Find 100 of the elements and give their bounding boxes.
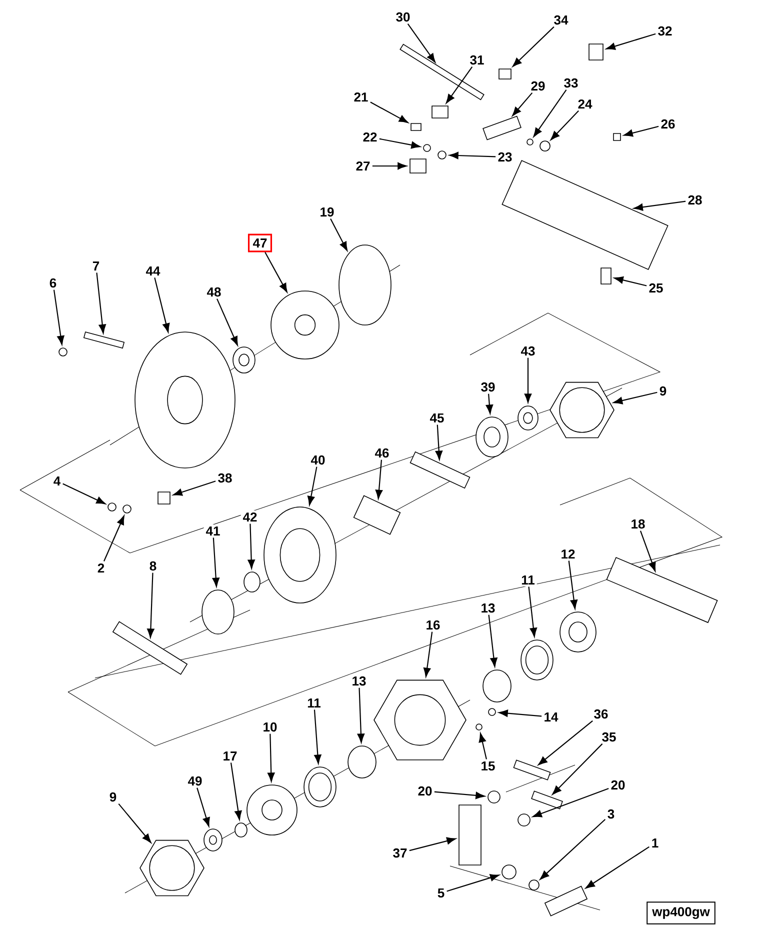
leader-arrow <box>53 290 64 345</box>
callout-number: 30 <box>394 10 412 24</box>
thrust-washer <box>560 612 596 652</box>
washer <box>423 144 431 152</box>
leader-arrow <box>624 126 659 137</box>
callout-number: 8 <box>147 559 159 573</box>
o-ring <box>540 140 550 152</box>
valve-body <box>482 116 522 140</box>
leader-arrow <box>435 424 443 460</box>
bolt <box>513 760 551 780</box>
callout-number: 21 <box>352 90 370 104</box>
impeller <box>270 290 340 360</box>
leader-arrow <box>478 733 487 760</box>
callout-number: 26 <box>658 117 678 131</box>
leader-arrow <box>488 614 498 667</box>
leader-arrow <box>540 818 606 880</box>
callout-number: 49 <box>186 774 204 788</box>
leader-arrow <box>498 710 542 717</box>
leader-arrow <box>524 358 532 403</box>
leader-arrow <box>379 138 420 149</box>
washer <box>488 790 500 804</box>
plug <box>600 268 612 284</box>
leader-arrow <box>147 572 154 638</box>
callout-number: 37 <box>390 846 410 860</box>
callout-number: 48 <box>204 285 224 299</box>
washer <box>502 864 516 880</box>
callout-number: 33 <box>562 76 580 90</box>
leader-arrow <box>330 218 348 251</box>
bushing <box>410 158 426 174</box>
callout-number: 14 <box>542 710 560 724</box>
leader-arrow <box>154 278 170 332</box>
gasket <box>140 840 204 896</box>
o-ring <box>526 138 534 146</box>
callout-number: 35 <box>600 730 618 744</box>
leader-arrow <box>512 26 554 67</box>
callout-number: 9 <box>657 384 669 398</box>
callout-number: 25 <box>646 281 666 295</box>
callout-number: 3 <box>605 807 617 821</box>
callout-number: 11 <box>305 696 323 710</box>
shaft <box>410 451 470 489</box>
callout-number: 41 <box>204 524 222 538</box>
leader-arrow <box>372 162 407 170</box>
snap-ring <box>202 590 234 634</box>
drawing-number-box: wp400gw <box>646 902 716 924</box>
leader-arrow <box>375 460 383 500</box>
sleeve <box>353 495 401 535</box>
callout-number: 18 <box>628 517 648 531</box>
callout-number: 4 <box>51 474 63 488</box>
callout-number: 5 <box>435 886 447 900</box>
leader-arrow <box>407 24 436 63</box>
callout-number: 17 <box>220 750 240 762</box>
leader-arrow <box>532 788 609 818</box>
leader-arrow <box>446 874 500 892</box>
leader-arrow <box>212 538 220 587</box>
leader-arrow <box>173 480 216 496</box>
callout-number: 46 <box>372 446 392 460</box>
bearing-cup <box>482 670 512 702</box>
fitting <box>488 708 496 716</box>
leader-arrow <box>449 152 496 160</box>
callout-number: 11 <box>519 574 537 586</box>
callout-number: 22 <box>360 130 380 144</box>
leader-arrow <box>314 710 322 764</box>
callout-number: 16 <box>424 618 442 632</box>
leader-arrow <box>528 586 538 638</box>
seal <box>518 406 538 430</box>
callout-number: 20 <box>416 784 434 798</box>
leader-arrow <box>568 560 578 610</box>
bearing-housing <box>374 680 466 760</box>
leader-arrow <box>486 394 494 414</box>
callout-number: 9 <box>107 790 119 804</box>
leader-arrow <box>446 66 473 104</box>
callout-number: 34 <box>552 13 570 27</box>
leader-arrow <box>370 102 408 123</box>
fitting <box>432 106 448 118</box>
callout-number: 23 <box>496 150 514 164</box>
elbow-fitting <box>588 44 604 60</box>
callout-number: 43 <box>518 344 538 358</box>
leader-arrow <box>216 298 238 346</box>
leader-arrow <box>423 632 433 678</box>
plug <box>613 133 621 141</box>
callout-number: 40 <box>308 453 328 467</box>
callout-number: 13 <box>478 601 498 615</box>
callout-number: 39 <box>478 380 498 394</box>
callout-number: 15 <box>478 759 498 773</box>
leader-arrow <box>538 720 593 766</box>
callout-number: 2 <box>95 561 107 575</box>
callout-number: 28 <box>686 193 704 207</box>
leader-arrow <box>512 92 533 116</box>
callout-number: 12 <box>558 547 578 561</box>
bearing <box>476 416 508 458</box>
leader-arrow <box>434 791 485 800</box>
fitting <box>498 68 512 80</box>
callout-number: 6 <box>47 276 59 290</box>
callout-number: 38 <box>216 471 234 485</box>
bearing <box>264 506 336 604</box>
screw <box>410 123 422 131</box>
leader-arrow <box>230 762 242 820</box>
callout-number: 7 <box>90 260 102 272</box>
callout-number: 31 <box>468 53 486 67</box>
leader-arrow <box>248 524 255 569</box>
